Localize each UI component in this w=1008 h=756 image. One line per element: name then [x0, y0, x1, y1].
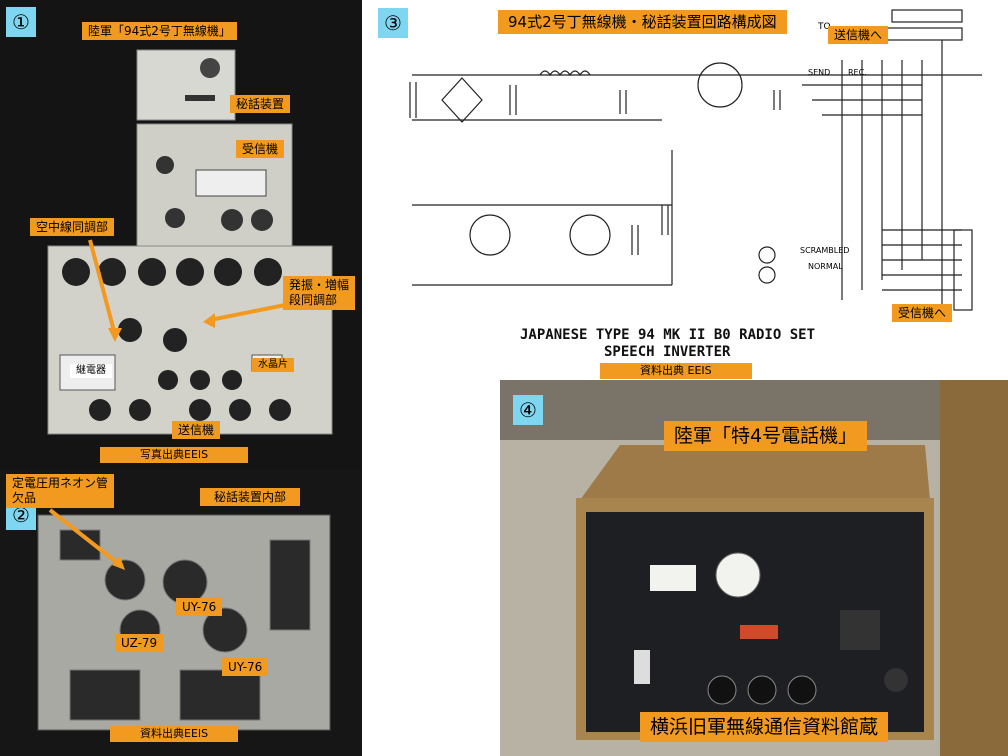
- tube-label-uy76-lower: UY-76: [222, 658, 269, 676]
- label-neon-tube: 定電圧用ネオン管 欠品: [6, 474, 115, 508]
- radio-set-photo: [0, 0, 362, 470]
- tube-label-uz79: UZ-79: [115, 634, 164, 652]
- label-to-receiver: 受信機へ: [892, 304, 953, 322]
- normal-label: NORMAL: [808, 262, 843, 271]
- panel-1-title: 陸軍「94式2号丁無線機」: [82, 22, 237, 40]
- panel-3-source: 資料出典 EEIS: [600, 363, 752, 379]
- label-neon-line2: 欠品: [12, 491, 37, 505]
- label-relay: 継電器: [70, 364, 112, 378]
- panel-3-title: 94式2号丁無線機・秘話装置回路構成図: [498, 10, 787, 34]
- circuit-diagram: [409, 9, 982, 311]
- label-scrambler: 秘話装置: [230, 95, 291, 113]
- panel-4-photo: [500, 380, 1008, 756]
- tube-label-uy76-upper: UY-76: [176, 598, 223, 616]
- rec-label: REC.: [848, 68, 867, 77]
- send-label: SEND: [808, 68, 831, 77]
- panel-4-title: 陸軍「特4号電話機」: [664, 421, 868, 451]
- label-antenna-tuner: 空中線同調部: [30, 218, 115, 236]
- panel-2-source: 資料出典EEIS: [110, 726, 239, 742]
- to-label: TO: [818, 22, 831, 32]
- panel-2-title: 秘話装置内部: [200, 488, 301, 506]
- panel-1-source: 写真出典EEIS: [100, 447, 249, 463]
- panel-3-number-badge: ③: [378, 8, 408, 38]
- label-osc-amp-line1: 発振・増幅: [289, 278, 350, 292]
- label-to-transmitter: 送信機へ: [828, 26, 889, 44]
- label-osc-amp-tuner: 発振・増幅 段同調部: [283, 276, 356, 310]
- label-neon-line1: 定電圧用ネオン管: [12, 476, 109, 490]
- panel-1-photo: [0, 0, 362, 470]
- panel-4-museum-credit: 横浜旧軍無線通信資料館蔵: [640, 712, 889, 742]
- telephone-set-photo: [500, 380, 1008, 756]
- label-osc-amp-line2: 段同調部: [289, 293, 338, 307]
- schematic-caption-line1: JAPANESE TYPE 94 MK II B0 RADIO SET: [520, 327, 816, 343]
- label-crystal: 水晶片: [252, 358, 294, 372]
- panel-3-schematic: [362, 0, 1008, 380]
- scrambled-label: SCRAMBLED: [800, 246, 850, 255]
- panel-4-number-badge: ④: [513, 395, 543, 425]
- panel-1-number-badge: ①: [6, 7, 36, 37]
- schematic-caption-line2: SPEECH INVERTER: [604, 344, 731, 360]
- label-transmitter: 送信機: [172, 421, 221, 439]
- label-receiver: 受信機: [236, 140, 285, 158]
